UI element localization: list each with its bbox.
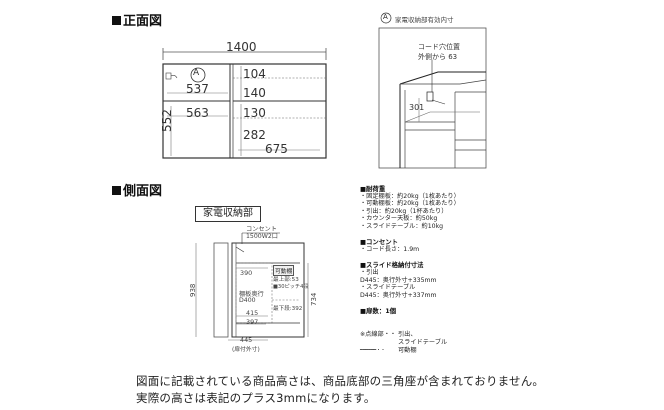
- front-right-lower-dim: 282: [243, 128, 266, 142]
- spec-slide-item: D445：奥行外寸+337mm: [360, 291, 437, 299]
- detail-marker-a: A: [383, 13, 388, 21]
- spec-slide-title: ■スライド格納付寸法: [360, 261, 424, 270]
- footnote-line-2: 実際の高さは表記のプラス3mmになります。: [136, 391, 376, 405]
- side-dim-415: 415: [246, 309, 259, 317]
- spec-material-title: ■扉数：1個: [360, 307, 397, 316]
- detail-outlet-label-2: 外側から 63: [418, 53, 458, 61]
- spec-load-title: ■耐荷重: [360, 185, 386, 193]
- legend-solid-mark: ━━━━━━・・: [360, 348, 386, 353]
- spec-load-item: ・カウンター天板：約50kg: [360, 215, 438, 223]
- side-movable-shelf-tag: 可動棚: [273, 265, 295, 276]
- front-right-mid1-dim: 140: [243, 86, 266, 100]
- side-top-depth-dim: 390: [240, 269, 253, 277]
- spec-slide-item: ・スライドテーブル: [360, 284, 416, 292]
- footnote-line-1: 図面に記載されている商品高さは、商品底部の三角座が含まれておりません。: [136, 374, 545, 388]
- spec-outlet-item: ・コード長さ：1.9m: [360, 246, 420, 254]
- side-outlet-label-1: コンセント: [246, 226, 277, 233]
- side-top-clear: 最上部:53: [273, 277, 299, 283]
- legend-dotted-text-2: スライドテーブル: [398, 339, 448, 346]
- spec-load-item: ・可動棚板：約20kg（1枚あたり）: [360, 200, 460, 208]
- side-total-height-dim: 938: [189, 283, 197, 297]
- legend-dotted-mark: ※点線部・・: [360, 331, 397, 338]
- front-view-title: 正面図: [112, 10, 162, 29]
- front-right-width-dim: 675: [265, 142, 288, 156]
- front-left-lower-dim: 563: [186, 106, 209, 120]
- side-dim-397: 397: [246, 318, 259, 326]
- detail-caption: 家電収納部有効内寸: [395, 16, 454, 24]
- spec-outlet-title: ■コンセント: [360, 238, 398, 247]
- spec-load-item: ・引出：約20kg（1杯あたり）: [360, 207, 448, 215]
- side-outlet-label-2: 1500W2口: [246, 233, 278, 240]
- side-dim-445: 445: [240, 336, 253, 344]
- spec-load-item: ・スライドテーブル：約10kg: [360, 222, 444, 230]
- detail-outlet-label-1: コード穴位置: [418, 43, 460, 51]
- spec-slide-item: ・引出: [360, 269, 379, 277]
- side-inner-height-dim: 734: [310, 292, 318, 306]
- side-label-box: 家電収納部: [195, 206, 261, 222]
- side-view-title: 側面図: [112, 180, 162, 199]
- side-dim-445-note: (扉付外寸): [232, 347, 260, 353]
- side-drawer-label-2: D400: [239, 297, 256, 304]
- spec-slide-item: D445：奥行外寸+335mm: [360, 276, 437, 284]
- side-bottom-clear: 最下段:392: [273, 306, 303, 312]
- front-right-top-dim: 104: [243, 67, 266, 81]
- detail-dim-301: 301: [409, 103, 425, 112]
- side-drawer-label-1: 棚板奥行: [239, 291, 264, 298]
- legend-solid-text: 可動棚: [398, 347, 417, 354]
- front-marker-a: A: [193, 68, 200, 78]
- specs-panel: ■耐荷重 ・固定棚板：約20kg（1枚あたり） ・可動棚板：約20kg（1枚あた…: [360, 184, 460, 315]
- spec-load-item: ・固定棚板：約20kg（1枚あたり）: [360, 193, 460, 200]
- front-right-mid2-dim: 130: [243, 106, 266, 120]
- side-pitch: ■30ピッチ4段: [273, 284, 309, 290]
- legend-dotted-text-1: 引出、: [398, 331, 417, 338]
- front-width-dim: 1400: [226, 40, 257, 54]
- front-left-width-dim: 537: [186, 82, 209, 96]
